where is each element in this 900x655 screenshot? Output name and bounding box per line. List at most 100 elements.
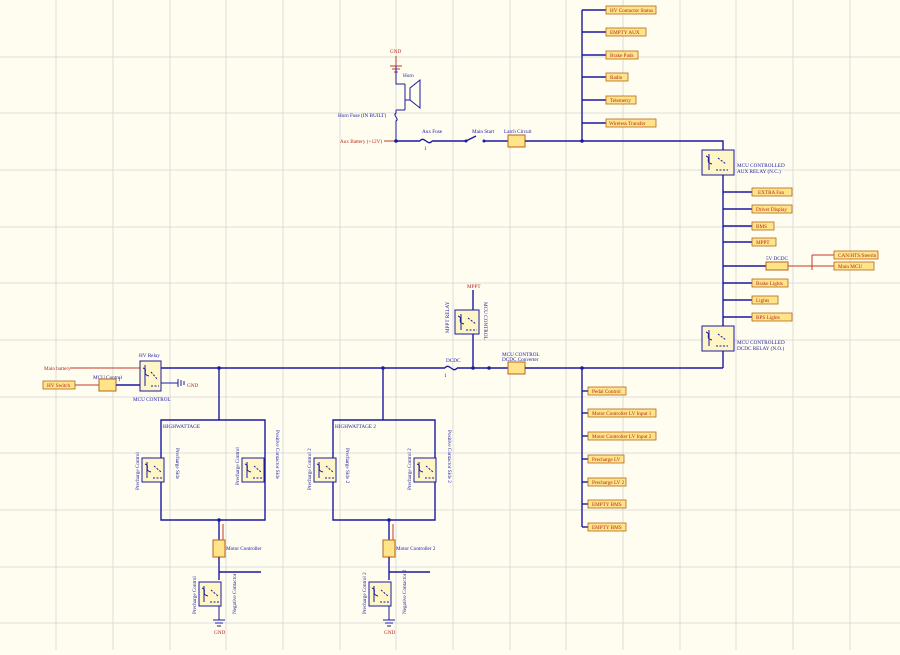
dcdc-port-label: Driver Display <box>756 207 787 213</box>
mcu-control-caption: MCU CONTROL <box>133 397 171 403</box>
inverter-1-precharge-control-b: Precharge Control <box>235 447 241 485</box>
inverter-1-motor-out <box>218 557 261 580</box>
main-battery-section: Main battery HV Switch MCU Control 1 HV … <box>42 353 198 403</box>
inverter-1-precharge-relay[interactable] <box>141 457 165 483</box>
main-start-label: Main Start <box>472 129 495 135</box>
hv-relay[interactable]: HV Relay <box>139 353 162 392</box>
dcdc-port-3[interactable]: MPPT <box>723 237 777 247</box>
inverter-1-precharge-control: Precharge Control <box>135 452 141 490</box>
inverter-1-ground-symbol <box>213 606 225 627</box>
inverter-2-precharge-control: Precharge Control 2 <box>307 448 313 490</box>
bottom-port-label: EMPTY BMS <box>592 525 622 531</box>
aux-battery-label: Aux Battery (+12V) <box>340 138 382 145</box>
inverter-2-positive-relay[interactable] <box>413 457 437 483</box>
mppt-relay-label: MPPT RELAY <box>445 301 451 333</box>
junction <box>482 139 486 143</box>
junction <box>580 139 584 143</box>
inverter-1-motor-controller[interactable] <box>212 539 226 558</box>
aux-port-label: Brake Pads <box>610 53 633 59</box>
dcdc-relay[interactable]: MCU CONTROLLED DCDC RELAY (N.O.) <box>701 325 785 368</box>
dcdc-fuse-pin: 1 <box>444 373 447 379</box>
dcdc-ports: EXTRA Fan Driver Display BMS MPPT 5V DCD… <box>722 175 879 326</box>
inverter-2-motor-controller[interactable] <box>382 539 396 558</box>
aux-relay-label-2: AUX RELAY (N.C.) <box>737 168 781 175</box>
mcu-control-block[interactable] <box>98 378 117 392</box>
aux-port-3[interactable]: Radio <box>582 72 629 82</box>
inverter-2-motor-label: Motor Controller 2 <box>396 546 436 552</box>
bottom-port-1[interactable]: Motor Controller LV Input 1 <box>582 408 657 418</box>
inverter-2: HIGHWATTAGE 2 Precharge Control 2 Precha… <box>307 368 452 636</box>
mcu-control-label: MCU Control <box>93 375 123 381</box>
latch-label: Latch Circuit <box>504 129 532 135</box>
ground-symbol-left <box>177 379 185 387</box>
inverter-2-precharge-relay[interactable] <box>313 457 337 483</box>
aux-port-label: Radio <box>610 75 623 81</box>
inverter-2-positive-side: Positive Contactor Side 2 <box>446 430 452 483</box>
mppt-label: MPPT <box>467 284 481 290</box>
bottom-port-5[interactable]: EMPTY BMS <box>582 499 627 509</box>
aux-ports: HV Contactor Status EMPTY AUX Brake Pads… <box>580 5 657 143</box>
inverter-2-frame <box>332 419 436 521</box>
aux-port-0[interactable]: HV Contactor Status <box>582 5 657 15</box>
aux-port-1[interactable]: EMPTY AUX <box>582 27 647 37</box>
latch-circuit-block[interactable] <box>507 134 526 148</box>
inverter-1-negative-relay[interactable] <box>198 581 222 607</box>
horn-icon <box>404 78 421 110</box>
mppt-relay[interactable]: MPPT MPPT RELAY MCU CONTROL <box>445 284 488 340</box>
dcdc-port-6[interactable]: BPS Lights <box>723 312 793 322</box>
inverter-1-precharge-control-c: Precharge Control <box>192 576 198 614</box>
mcu-control-pin: 1 <box>118 377 121 383</box>
dcdc-port-label: BPS Lights <box>756 315 780 321</box>
five-volt-port-label: CAN/HTS/Steerin <box>838 253 877 259</box>
dcdc-port-0[interactable]: EXTRA Fan <box>723 187 793 197</box>
inverter-1-positive-relay[interactable] <box>241 457 265 483</box>
aux-port-label: Telemetry <box>610 98 631 104</box>
bottom-port-3[interactable]: Precharge LV <box>582 454 625 464</box>
aux-port-5[interactable]: Wireless Transfer <box>582 118 657 128</box>
dcdc-port-1[interactable]: Driver Display <box>723 204 793 214</box>
dcdc-relay-label-1: MCU CONTROLLED <box>737 340 785 346</box>
inverter-2-title: HIGHWATTAGE 2 <box>335 424 376 430</box>
bottom-port-6[interactable]: EMPTY BMS <box>582 522 627 532</box>
bottom-port-0[interactable]: Pedal Control <box>582 386 627 396</box>
dcdc-port-2[interactable]: BMS <box>723 221 775 231</box>
inverter-2-negative-relay[interactable] <box>368 581 392 607</box>
five-volt-port-1[interactable]: Main MCU <box>833 261 875 271</box>
five-volt-port-0[interactable]: CAN/HTS/Steerin <box>833 250 879 260</box>
aux-port-label: EMPTY AUX <box>610 30 640 36</box>
dcdc-port-label: EXTRA Fan <box>758 190 784 196</box>
dcdc-converter-block[interactable] <box>507 361 526 375</box>
dcdc-port-label: Lights <box>756 298 769 304</box>
five-volt-port-label: Main MCU <box>838 264 862 270</box>
bottom-port-label: Precharge LV 2 <box>592 480 625 486</box>
main-battery-label: Main battery <box>44 366 71 372</box>
aux-fuse-pin: 1 <box>424 146 427 152</box>
bottom-port-label: Pedal Control <box>592 389 621 395</box>
inverter-2-ground-symbol <box>383 606 395 627</box>
inverter-2-motor-out <box>388 557 430 580</box>
dcdc-port-label: Brake Lights <box>756 281 783 287</box>
five-volt-dcdc[interactable]: 5V DCDC <box>723 254 834 271</box>
inverter-2-precharge-control-c: Precharge Control 2 <box>362 572 368 614</box>
bottom-port-2[interactable]: Motor Controller LV Input 2 <box>582 431 657 441</box>
aux-bus-wire-d <box>525 140 724 150</box>
inverter-1-title: HIGHWATTAGE <box>163 424 200 430</box>
dcdc-port-4[interactable]: Brake Lights <box>723 278 789 288</box>
inverter-2-negative: Negative Contactor 2 <box>402 569 408 614</box>
aux-relay[interactable]: MCU CONTROLLED AUX RELAY (N.C.) <box>701 149 785 176</box>
hv-switch-port[interactable]: HV Switch <box>42 380 76 390</box>
inverter-2-gnd-label: GND <box>384 630 395 636</box>
aux-port-4[interactable]: Telemetry <box>582 95 637 105</box>
dcdc-relay-label-2: DCDC RELAY (N.O.) <box>737 345 784 352</box>
dcdc-port-5[interactable]: Lights <box>723 295 779 305</box>
aux-port-label: HV Contactor Status <box>610 8 653 14</box>
inverter-2-precharge-side: Precharge Side 2 <box>344 448 350 483</box>
junction <box>394 139 398 143</box>
bottom-port-4[interactable]: Precharge LV 2 <box>582 477 627 487</box>
inverter-1: HIGHWATTAGE Precharge Control Precharge … <box>135 368 280 636</box>
gnd-label-top: GND <box>390 49 401 55</box>
aux-port-2[interactable]: Brake Pads <box>582 50 639 60</box>
